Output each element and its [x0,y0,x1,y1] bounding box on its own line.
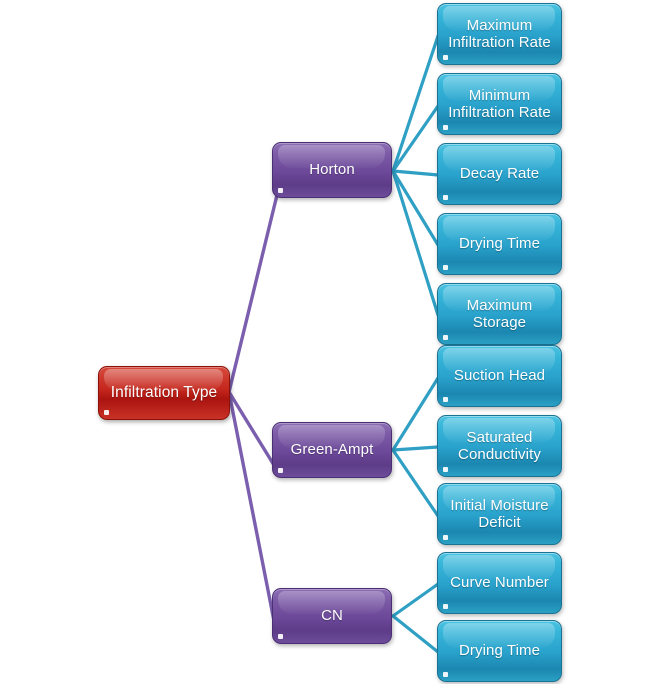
connector-cn-to-drying-time-cn [391,614,440,654]
root-node-infiltration-type[interactable]: Infiltration Type [98,366,230,420]
connector-green-ampt-to-initial-moisture-deficit [391,448,440,518]
leaf-node-suction-head[interactable]: Suction Head [437,345,562,407]
branch-connector-group [391,34,440,654]
branch-node-label: CN [321,607,343,625]
leaf-node-saturated-conductivity[interactable]: Saturated Conductivity [437,415,562,477]
leaf-node-label: Initial Moisture Deficit [450,496,549,531]
branch-node-label: Green-Ampt [290,441,374,459]
leaf-node-label: Drying Time [458,642,541,660]
leaf-node-label: Maximum Infiltration Rate [448,16,551,51]
connector-horton-to-maximum-storage [391,169,440,317]
leaf-node-maximum-infiltration-rate[interactable]: Maximum Infiltration Rate [437,3,562,65]
leaf-node-minimum-infiltration-rate[interactable]: Minimum Infiltration Rate [437,73,562,135]
connector-infiltration-type-to-green-ampt [227,390,279,472]
leaf-node-label: Curve Number [450,574,549,592]
leaf-node-drying-time-cn[interactable]: Drying Time [437,620,562,682]
leaf-node-initial-moisture-deficit[interactable]: Initial Moisture Deficit [437,483,562,545]
leaf-node-label: Suction Head [453,367,546,385]
branch-node-label: Horton [309,161,355,179]
leaf-node-label: Minimum Infiltration Rate [448,86,551,121]
leaf-node-label: Maximum Storage [466,296,533,331]
leaf-node-decay-rate[interactable]: Decay Rate [437,143,562,205]
connector-green-ampt-to-saturated-conductivity [391,445,440,452]
connector-cn-to-curve-number [391,582,440,618]
leaf-node-label: Drying Time [458,235,541,253]
branch-node-cn[interactable]: CN [272,588,392,644]
connector-horton-to-maximum-infiltration-rate [391,34,440,173]
connector-infiltration-type-to-horton [227,193,279,394]
connector-horton-to-drying-time-horton [391,169,440,247]
connector-horton-to-decay-rate [391,169,440,177]
leaf-node-maximum-storage[interactable]: Maximum Storage [437,283,562,345]
leaf-node-drying-time-horton[interactable]: Drying Time [437,213,562,275]
leaf-node-curve-number[interactable]: Curve Number [437,552,562,614]
root-connector-group [227,193,279,638]
branch-node-horton[interactable]: Horton [272,142,392,198]
branch-node-green-ampt[interactable]: Green-Ampt [272,422,392,478]
leaf-node-label: Decay Rate [459,165,540,183]
connector-horton-to-minimum-infiltration-rate [391,104,440,173]
root-node-label: Infiltration Type [110,384,218,402]
connector-green-ampt-to-suction-head [391,376,440,452]
leaf-node-label: Saturated Conductivity [458,428,541,463]
connector-infiltration-type-to-cn [227,390,279,638]
